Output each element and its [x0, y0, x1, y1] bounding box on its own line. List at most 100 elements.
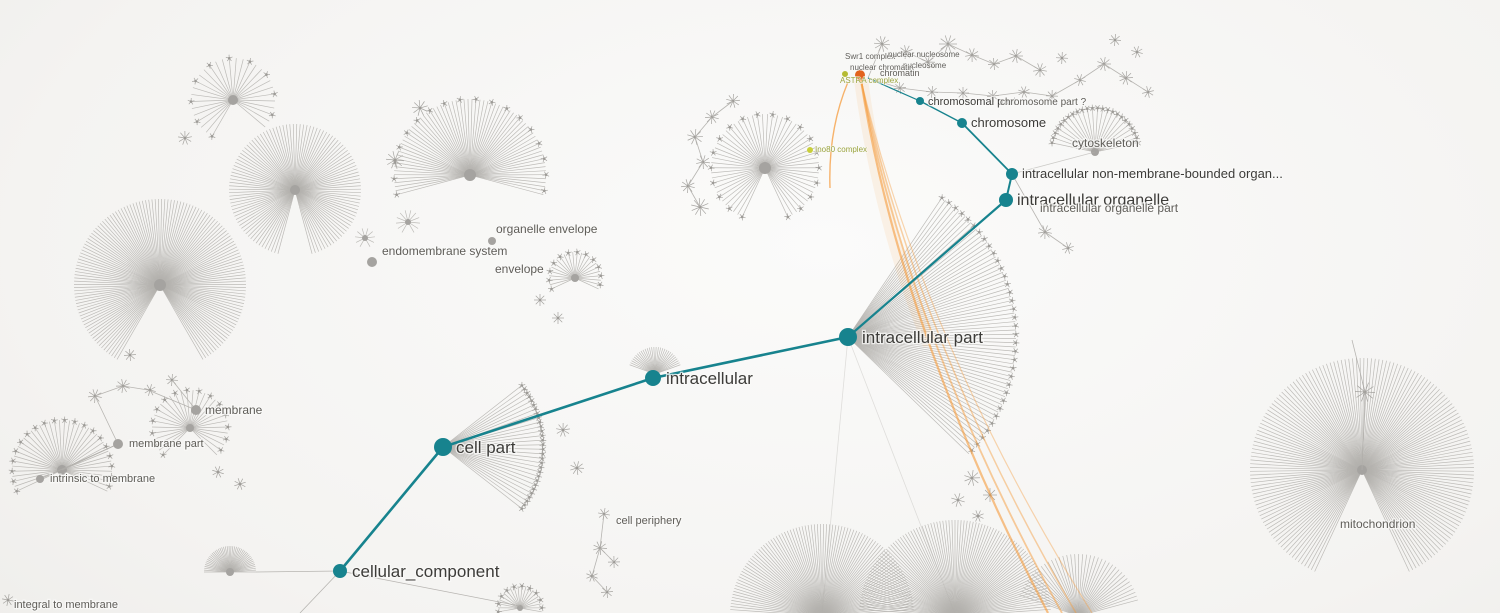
node-cellular-component[interactable] — [333, 564, 347, 578]
term-label[interactable]: ASTRA complex — [839, 75, 898, 85]
node-label-intracellular-part[interactable]: intracellular part — [861, 327, 985, 349]
collapsed-node-cluster — [539, 432, 546, 439]
fan-center-node[interactable] — [571, 274, 579, 282]
term-node[interactable] — [36, 475, 44, 483]
collapsed-node-cluster — [403, 129, 411, 137]
fan-center-node[interactable] — [464, 169, 476, 181]
collapsed-node-cluster — [707, 164, 715, 172]
term-label[interactable]: Ino80 complex — [814, 144, 867, 154]
term-label[interactable]: nucleosome — [902, 60, 947, 70]
collapsed-node-cluster — [1001, 273, 1009, 280]
collapsed-node-cluster — [206, 61, 213, 69]
term-node[interactable] — [367, 257, 377, 267]
collapsed-node-cluster — [738, 213, 746, 221]
node-label-cell-part[interactable]: cell part — [455, 437, 517, 459]
fan-center-node[interactable] — [405, 219, 411, 225]
term-label[interactable]: cell periphery — [615, 514, 683, 529]
collapsed-node-cluster — [106, 452, 114, 460]
collapsed-node-cluster — [207, 392, 214, 400]
term-label[interactable]: mitochondrion — [1339, 516, 1417, 533]
ino80-complex-node[interactable] — [807, 147, 813, 153]
collapsed-node-cluster — [9, 478, 17, 485]
node-label-intracellular-non-membrane-bounded-organelle[interactable]: intracellular non-membrane-bounded organ… — [1021, 165, 1284, 183]
collapsed-node-cluster — [556, 422, 570, 437]
fan-center-node[interactable] — [186, 424, 194, 432]
node-intracellular-non-membrane-bounded-organelle[interactable] — [1006, 168, 1018, 180]
node-label-chromosome[interactable]: chromosome — [970, 114, 1048, 132]
graph-edge — [1011, 173, 1046, 233]
collapsed-node-cluster — [726, 124, 734, 131]
fan-center-node[interactable] — [154, 279, 166, 291]
node-chromosome[interactable] — [957, 118, 967, 128]
node-chromosomal-part[interactable] — [916, 97, 924, 105]
selected-node-nuclear-chromatin[interactable] — [855, 70, 865, 80]
fan-center-node[interactable] — [759, 162, 771, 174]
collapsed-node-cluster — [268, 111, 276, 119]
term-label[interactable]: cytoskeleton — [1071, 135, 1140, 152]
node-intracellular[interactable] — [645, 370, 661, 386]
term-label[interactable]: Swr1 complex — [844, 51, 895, 61]
collapsed-node-cluster — [1010, 305, 1017, 313]
node-cell-part[interactable] — [434, 438, 452, 456]
graph-edge — [992, 91, 1025, 97]
highlight-edge — [652, 335, 849, 380]
collapsed-node-cluster — [596, 281, 604, 289]
term-label[interactable]: chromatin — [879, 67, 920, 78]
term-label[interactable]: membrane — [204, 402, 264, 419]
graph-edge — [1015, 55, 1041, 71]
collapsed-node-cluster — [1012, 322, 1019, 330]
term-label[interactable]: nuclear nucleosome — [887, 49, 960, 59]
collapsed-node-cluster — [195, 387, 203, 395]
collapsed-node-cluster — [526, 393, 533, 401]
term-label[interactable]: organelle envelope — [495, 221, 599, 238]
graph-edge — [122, 385, 149, 391]
collapsed-node-cluster — [739, 115, 747, 123]
term-node[interactable] — [488, 237, 496, 245]
fan-center-node[interactable] — [290, 185, 300, 195]
association-curve — [860, 79, 1063, 613]
term-label[interactable]: nuclear chromatin — [849, 62, 914, 72]
astra-complex-node[interactable] — [842, 71, 848, 77]
node-intracellular-part[interactable] — [839, 328, 857, 346]
graph-edge — [931, 91, 964, 94]
collapsed-node-cluster — [564, 249, 572, 256]
collapsed-node-cluster — [534, 294, 546, 306]
collapsed-node-cluster — [1052, 129, 1059, 137]
fan-center-node[interactable] — [228, 95, 238, 105]
node-label-chromosomal-part[interactable]: chromosomal part — [927, 95, 1018, 110]
collapsed-node-cluster — [535, 140, 543, 147]
collapsed-node-cluster — [1057, 121, 1065, 128]
collapsed-node-cluster — [89, 427, 97, 435]
term-label[interactable]: chromosome part ? — [999, 96, 1088, 110]
collapsed-node-cluster — [81, 421, 88, 429]
collapsed-node-cluster — [539, 436, 547, 444]
collapsed-node-cluster — [108, 462, 116, 470]
collapsed-node-cluster — [396, 143, 403, 151]
node-label-intracellular-organelle[interactable]: intracellular organelle — [1016, 191, 1171, 211]
fan-center-node[interactable] — [362, 235, 368, 241]
term-label[interactable]: envelope — [494, 261, 546, 278]
collapsed-node-cluster — [1009, 364, 1017, 372]
term-node[interactable] — [113, 439, 123, 449]
collapsed-node-cluster — [1011, 348, 1019, 355]
node-intracellular-organelle[interactable] — [999, 193, 1013, 207]
term-label[interactable]: membrane part — [128, 437, 205, 452]
fan-center-node[interactable] — [226, 568, 234, 576]
fan-center-node[interactable] — [517, 605, 523, 611]
node-label-intracellular[interactable]: intracellular — [665, 368, 755, 390]
graph-edge — [905, 51, 929, 63]
graph-edge — [867, 77, 901, 89]
term-label[interactable]: endomembrane system — [381, 243, 509, 260]
node-label-cellular-component[interactable]: cellular_component — [351, 561, 501, 583]
collapsed-node-cluster — [539, 441, 547, 449]
collapsed-node-cluster — [13, 487, 21, 495]
collapsed-node-cluster — [488, 98, 496, 106]
term-node[interactable] — [191, 405, 201, 415]
term-label[interactable]: integral to membrane — [13, 598, 119, 613]
term-label[interactable]: intracellular organelle part — [1039, 200, 1180, 217]
collapsed-node-cluster — [530, 401, 538, 408]
term-label[interactable]: intrinsic to membrane — [49, 472, 157, 487]
collapsed-node-cluster — [31, 424, 39, 432]
graph-edge — [1044, 231, 1069, 249]
